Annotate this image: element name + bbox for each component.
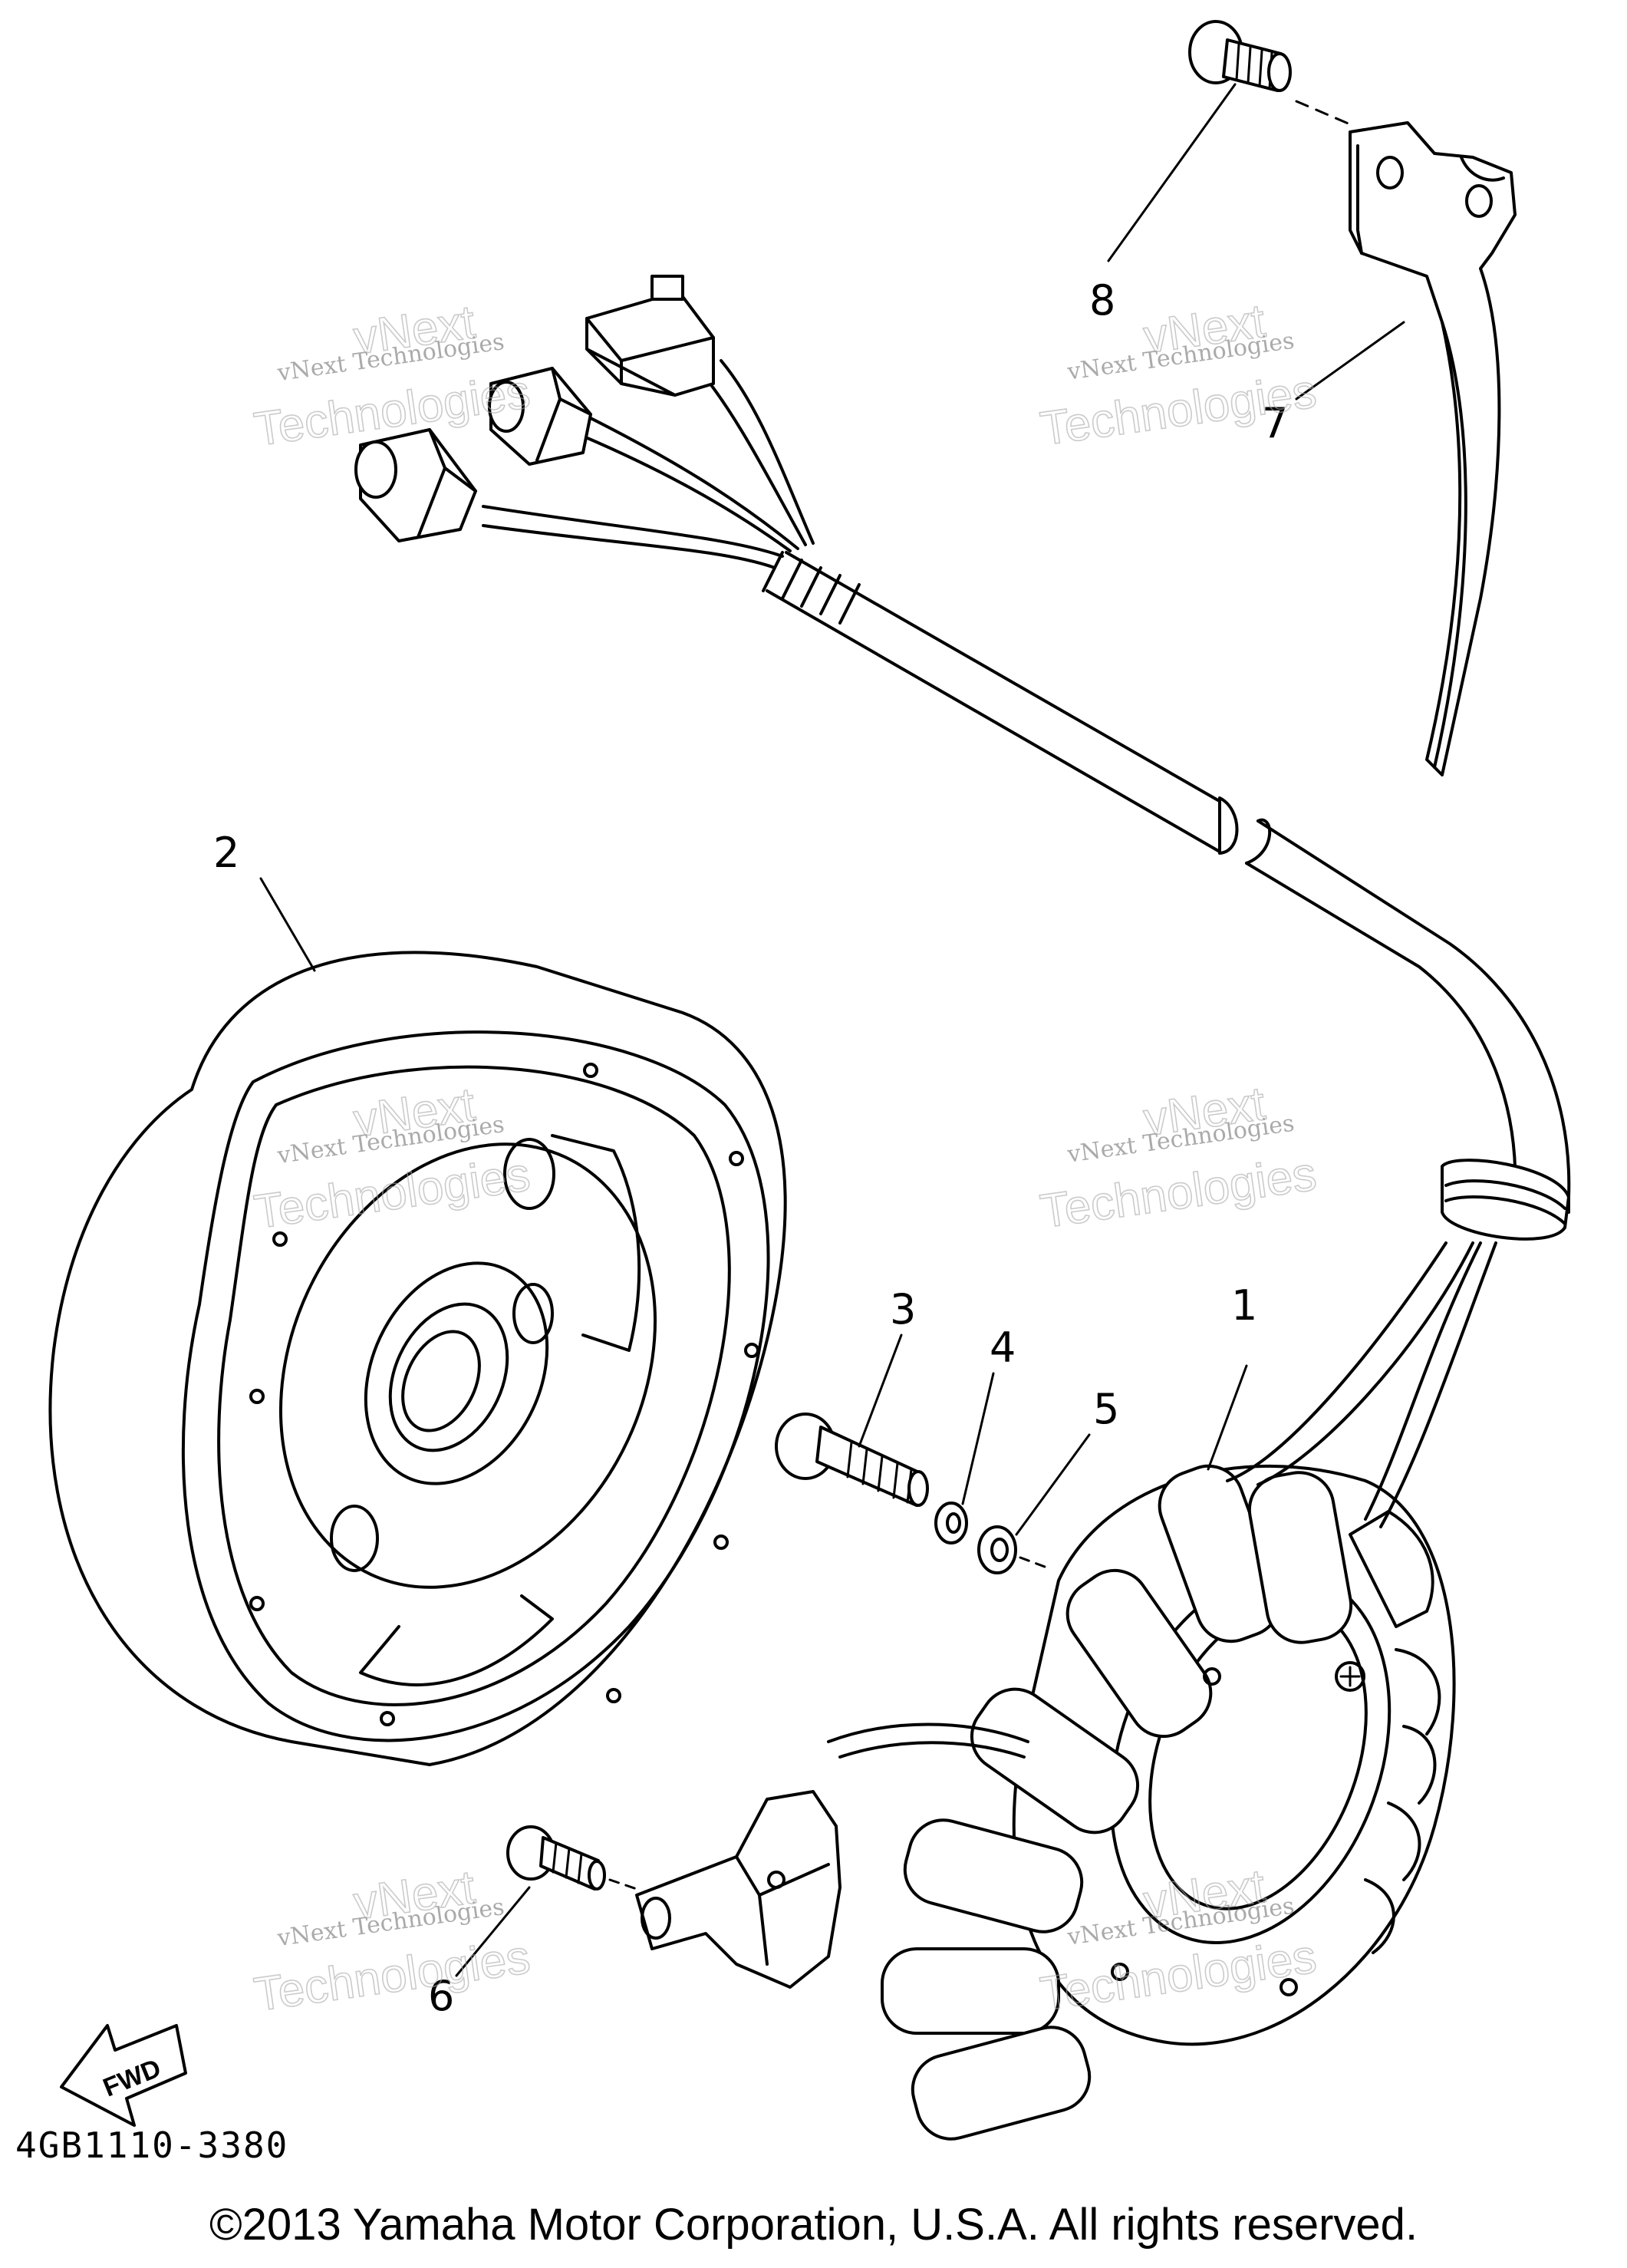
rim-holes — [249, 1063, 759, 1726]
callout-5: 5 — [1093, 1385, 1119, 1433]
pickup-coil — [635, 1790, 841, 1989]
part-6-screw — [506, 1825, 606, 1891]
part-code: 4GB1110-3380 — [15, 2125, 288, 2166]
part-1-stator — [827, 1241, 1497, 2141]
cable-grommet — [1441, 1159, 1570, 1241]
watermark-1: vNext Technologies vNext Technologies — [250, 295, 534, 457]
callout-6: 6 — [428, 1972, 454, 2020]
fwd-arrow-icon: FWD — [60, 2024, 187, 2127]
watermark-5: vNext Technologies vNext Technologies — [250, 1860, 534, 2022]
part-8-bolt — [1188, 20, 1292, 92]
callout-3: 3 — [890, 1285, 916, 1333]
callout-2: 2 — [213, 829, 239, 877]
part-4-spring-washer — [934, 1502, 968, 1544]
watermark-6: vNext Technologies vNext Technologies — [1036, 1859, 1320, 2022]
callout-1: 1 — [1231, 1281, 1257, 1330]
wire-harness — [354, 275, 1571, 1221]
callout-7: 7 — [1262, 399, 1288, 447]
watermark-4: vNext Technologies vNext Technologies — [1036, 1076, 1320, 1239]
part-2-flywheel — [48, 951, 787, 1766]
part-7-bracket — [1349, 121, 1517, 776]
copyright-notice: ©2013 Yamaha Motor Corporation, U.S.A. A… — [209, 2200, 1418, 2250]
callout-8: 8 — [1089, 276, 1115, 325]
callout-4: 4 — [990, 1324, 1016, 1372]
part-5-washer — [977, 1525, 1017, 1574]
part-3-bolt — [775, 1413, 929, 1507]
